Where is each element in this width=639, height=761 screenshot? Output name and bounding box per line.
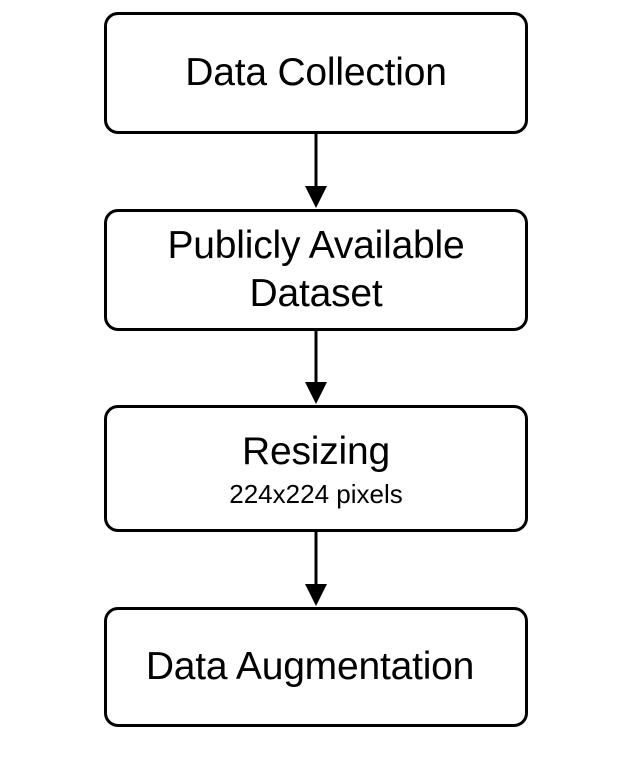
step-title: Publicly Available Dataset (167, 224, 465, 315)
arrow-2 (305, 331, 327, 404)
step-resizing: Resizing 224x224 pixels (104, 405, 528, 532)
arrow-3 (305, 532, 327, 606)
arrow-1 (305, 134, 327, 208)
step-title: Resizing (242, 429, 390, 473)
step-data-augmentation: Data Augmentation (104, 607, 528, 727)
step-data-collection: Data Collection (104, 12, 528, 134)
step-publicly-available-dataset: Publicly Available Dataset (104, 209, 528, 331)
step-title: Data Augmentation (145, 645, 475, 688)
step-subtitle: 224x224 pixels (229, 478, 403, 509)
step-title: Data Collection (185, 51, 447, 94)
